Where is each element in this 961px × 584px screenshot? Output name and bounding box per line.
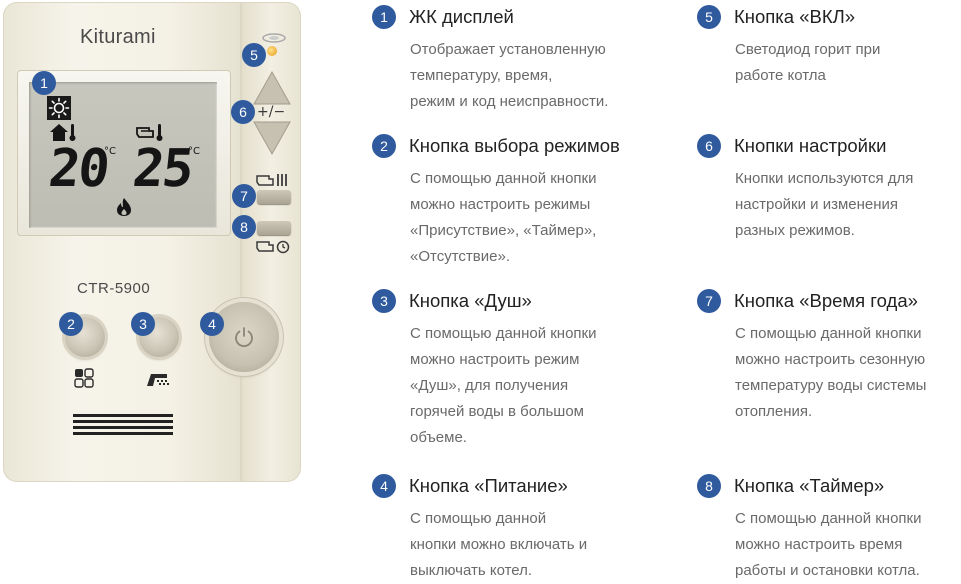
- legend-number: 7: [697, 289, 721, 313]
- legend-number: 5: [697, 5, 721, 29]
- legend-number: 1: [372, 5, 396, 29]
- callout-2: 2: [59, 312, 83, 336]
- legend-title: Кнопка «Душ»: [409, 290, 532, 311]
- speaker-grille: [73, 414, 173, 444]
- legend-title: Кнопка «Таймер»: [734, 475, 885, 496]
- legend-number: 3: [372, 289, 396, 313]
- shower-icon: [147, 374, 169, 386]
- callout-7: 7: [232, 184, 256, 208]
- callout-3: 3: [131, 312, 155, 336]
- legend-title: Кнопка выбора режимов: [409, 135, 620, 156]
- callout-1: 1: [32, 71, 56, 95]
- legend-title: ЖК дисплей: [409, 6, 514, 27]
- power-icon: [235, 327, 253, 348]
- timer-clock-icon: [256, 240, 290, 254]
- callout-6: 6: [231, 100, 255, 124]
- brand-logo: Kiturami: [80, 26, 156, 48]
- arrow-up-icon[interactable]: [252, 70, 292, 106]
- arrow-down-icon[interactable]: [252, 120, 292, 156]
- sensor-icon: [262, 33, 286, 43]
- thermostat-device: Kiturami 20 °C 25 °C CTR-5900: [3, 2, 301, 482]
- season-heating-icon: [256, 174, 287, 186]
- callout-4: 4: [200, 312, 224, 336]
- model-label: CTR-5900: [77, 280, 151, 297]
- legend-title: Кнопка «Время года»: [734, 290, 918, 311]
- power-button[interactable]: [209, 302, 279, 372]
- mode-squares-icon: [74, 368, 94, 388]
- legend-number: 8: [697, 474, 721, 498]
- home-thermometer-icon: [50, 124, 76, 141]
- hand-thermometer-icon: [136, 124, 163, 141]
- power-led: [267, 46, 277, 56]
- set-temperature-unit: °C: [188, 146, 200, 157]
- callout-8: 8: [232, 215, 256, 239]
- current-temperature: 20: [45, 139, 111, 199]
- legend-number: 2: [372, 134, 396, 158]
- legend-title: Кнопка «ВКЛ»: [734, 6, 856, 27]
- legend-number: 4: [372, 474, 396, 498]
- callout-5: 5: [242, 43, 266, 67]
- sun-icon: [47, 96, 71, 120]
- current-temperature-unit: °C: [104, 146, 116, 157]
- legend-title: Кнопки настройки: [734, 135, 887, 156]
- flame-icon: [117, 198, 131, 216]
- legend-title: Кнопка «Питание»: [409, 475, 568, 496]
- legend-number: 6: [697, 134, 721, 158]
- timer-button[interactable]: [257, 221, 291, 235]
- season-button[interactable]: [257, 190, 291, 204]
- set-temperature: 25: [129, 139, 195, 199]
- arrow-label: +/−: [257, 104, 286, 120]
